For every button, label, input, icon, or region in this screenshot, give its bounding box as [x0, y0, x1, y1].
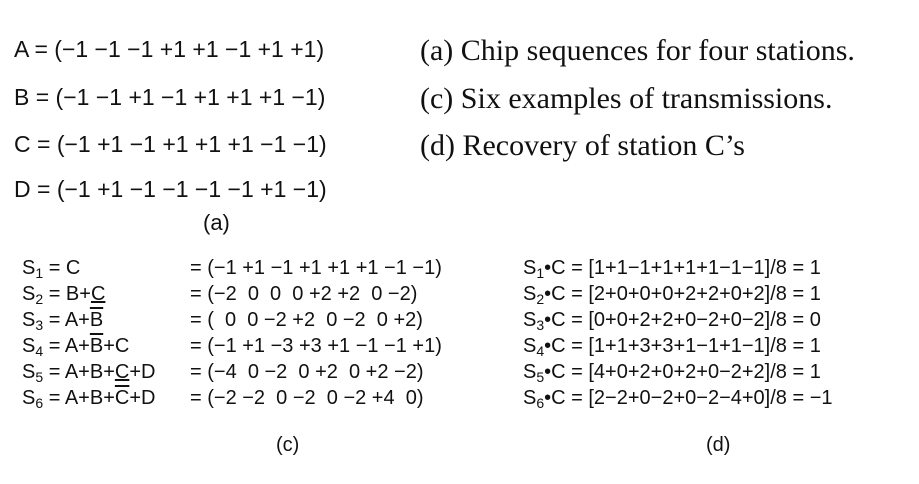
signal-expression: S3 = A+B: [22, 308, 103, 332]
expression-prefix: = C: [43, 257, 81, 279]
dot-signal-letter: S: [523, 257, 537, 279]
dot-expression: •C = [2−2+0−2+0−2−4+0]/8 = −1: [544, 387, 833, 409]
expression-suffix: +D: [129, 387, 156, 409]
dot-signal-index: 3: [536, 317, 545, 333]
signal-expression: S2 = B+C: [22, 282, 105, 306]
caption-d: (d): [706, 434, 731, 456]
dot-signal-index: 6: [536, 395, 545, 411]
recovery-dot-product: S2•C = [2+0+0+0+2+2+0+2]/8 = 1: [523, 282, 821, 306]
expression-prefix: = A+B+: [43, 387, 115, 409]
dot-signal-index: 2: [536, 291, 545, 307]
dot-expression: •C = [1+1+3+3+1−1+1−1]/8 = 1: [544, 335, 821, 357]
expression-suffix: +D: [129, 361, 156, 383]
dot-signal-index: 1: [536, 265, 545, 281]
signal-index: 2: [35, 291, 44, 307]
dot-expression: •C = [2+0+0+0+2+2+0+2]/8 = 1: [544, 283, 821, 305]
transmission-vector: = (−1 +1 −1 +1 +1 +1 −1 −1): [190, 257, 442, 279]
signal-expression: S4 = A+B+C: [22, 334, 129, 358]
recovery-dot-product: S6•C = [2−2+0−2+0−2−4+0]/8 = −1: [523, 386, 833, 410]
transmission-vector: = (−1 +1 −3 +3 +1 −1 −1 +1): [190, 335, 442, 357]
signal-letter: S: [22, 309, 36, 331]
dot-expression: •C = [4+0+2+0+2+0−2+2]/8 = 1: [544, 361, 821, 383]
chip-sequence-d: D = (−1 +1 −1 −1 −1 −1 +1 −1): [14, 176, 327, 202]
caption-a: (a): [203, 210, 230, 235]
note-c: (c) Six examples of transmissions.: [420, 82, 833, 115]
expression-marked-term: B: [89, 335, 104, 357]
dot-expression: •C = [1+1−1+1+1+1−1−1]/8 = 1: [544, 257, 821, 279]
dot-signal-letter: S: [523, 335, 537, 357]
signal-letter: S: [22, 283, 36, 305]
recovery-dot-product: S4•C = [1+1+3+3+1−1+1−1]/8 = 1: [523, 334, 821, 358]
dot-signal-letter: S: [523, 309, 537, 331]
transmission-vector: = ( 0 0 −2 +2 0 −2 0 +2): [190, 309, 423, 331]
dot-signal-letter: S: [523, 361, 537, 383]
expression-prefix: = A+B+: [43, 361, 115, 383]
signal-letter: S: [22, 335, 36, 357]
signal-expression: S5 = A+B+C+D: [22, 360, 155, 384]
dot-signal-letter: S: [523, 387, 537, 409]
transmission-vector: = (−2 0 0 0 +2 +2 0 −2): [190, 283, 418, 305]
signal-expression: S6 = A+B+C+D: [22, 386, 155, 410]
dot-signal-index: 4: [536, 343, 545, 359]
recovery-dot-product: S5•C = [4+0+2+0+2+0−2+2]/8 = 1: [523, 360, 821, 384]
dot-expression: •C = [0+0+2+2+0−2+0−2]/8 = 0: [544, 309, 821, 331]
note-d: (d) Recovery of station C’s: [420, 129, 745, 162]
signal-letter: S: [22, 361, 36, 383]
chip-sequence-c: C = (−1 +1 −1 +1 +1 +1 −1 −1): [14, 131, 327, 157]
recovery-dot-product: S1•C = [1+1−1+1+1+1−1−1]/8 = 1: [523, 256, 821, 280]
expression-marked-term: C: [90, 283, 106, 305]
signal-index: 1: [35, 265, 44, 281]
transmission-vector: = (−4 0 −2 0 +2 0 +2 −2): [190, 361, 424, 383]
transmission-vector: = (−2 −2 0 −2 0 −2 +4 0): [190, 387, 424, 409]
signal-letter: S: [22, 257, 36, 279]
recovery-dot-product: S3•C = [0+0+2+2+0−2+0−2]/8 = 0: [523, 308, 821, 332]
signal-index: 4: [35, 343, 44, 359]
expression-prefix: = B+: [43, 283, 91, 305]
expression-suffix: +C: [103, 335, 130, 357]
signal-index: 5: [35, 369, 44, 385]
expression-prefix: = A+: [43, 309, 90, 331]
chip-sequence-a: A = (−1 −1 −1 +1 +1 −1 +1 +1): [14, 36, 325, 62]
note-a: (a) Chip sequences for four stations.: [420, 34, 855, 67]
expression-marked-term: C: [114, 387, 130, 409]
expression-prefix: = A+: [43, 335, 90, 357]
signal-expression: S1 = C: [22, 256, 80, 280]
signal-index: 3: [35, 317, 44, 333]
signal-letter: S: [22, 387, 36, 409]
chip-sequence-b: B = (−1 −1 +1 −1 +1 +1 +1 −1): [14, 84, 326, 110]
dot-signal-letter: S: [523, 283, 537, 305]
expression-marked-term: C: [114, 361, 130, 383]
signal-index: 6: [35, 395, 44, 411]
expression-marked-term: B: [89, 309, 104, 331]
dot-signal-index: 5: [536, 369, 545, 385]
caption-c: (c): [276, 434, 300, 456]
